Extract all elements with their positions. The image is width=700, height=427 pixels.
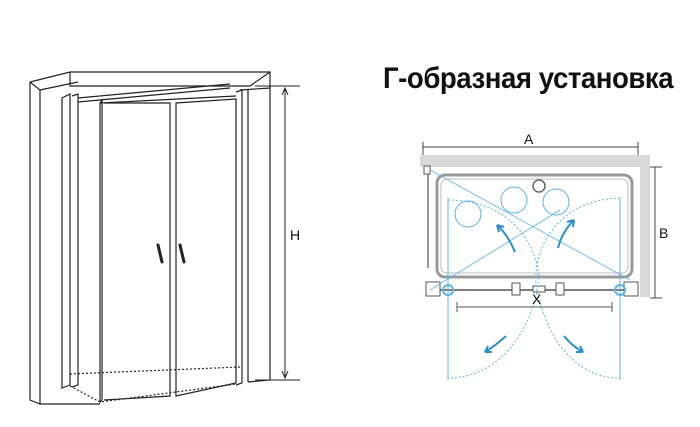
left-door	[99, 98, 171, 404]
height-dimension	[255, 85, 300, 381]
left-bracket	[425, 281, 441, 297]
left-door-arc	[447, 199, 539, 379]
right-bracket	[623, 281, 639, 297]
left-handle	[156, 243, 164, 264]
depth-label: B	[659, 225, 668, 241]
door-frame-rail	[99, 95, 237, 104]
right-wall	[640, 167, 650, 297]
hinge-detail-3	[542, 188, 570, 216]
wall-brackets	[423, 165, 639, 297]
top-wall-profile	[69, 71, 271, 87]
right-wall-profile	[239, 87, 271, 383]
right-hinge	[614, 284, 626, 296]
installation-title: Г-образная установка	[383, 62, 674, 95]
width-dimension	[422, 142, 639, 155]
enclosure-3d-view	[29, 71, 271, 405]
left-hinge	[442, 284, 454, 296]
shower-tray	[435, 173, 634, 279]
arrow-left-in	[496, 224, 516, 253]
right-panel	[235, 89, 243, 386]
arrow-right-out	[563, 335, 584, 353]
opening-label: X	[532, 291, 542, 307]
hinge-detail-1	[454, 200, 482, 228]
left-panel	[61, 93, 79, 389]
left-wall-profile	[29, 71, 271, 405]
right-door-arc	[535, 197, 621, 379]
tray-outline	[69, 366, 241, 403]
width-label: A	[524, 131, 534, 147]
drain-icon	[532, 179, 546, 193]
depth-dimension	[650, 166, 662, 299]
right-door	[175, 98, 237, 397]
height-label: H	[290, 227, 300, 243]
door-swing	[429, 169, 631, 380]
top-wall	[420, 155, 650, 167]
door-handles	[156, 243, 186, 264]
arrow-right-in	[557, 219, 575, 249]
swing-arrows	[484, 219, 584, 353]
right-handle	[178, 243, 186, 264]
top-rail	[77, 83, 231, 103]
opening-dimension	[456, 302, 613, 312]
hinge-detail-2	[500, 186, 528, 214]
arrow-left-out	[484, 335, 507, 353]
plan-view	[420, 142, 662, 380]
